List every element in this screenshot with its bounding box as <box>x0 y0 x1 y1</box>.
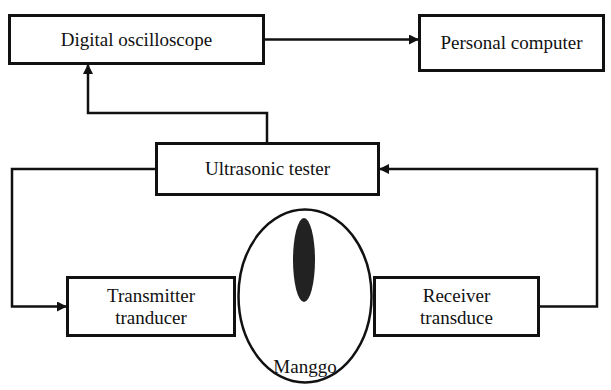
node-label: Manggo <box>273 356 336 378</box>
device-box: Digital oscilloscope <box>8 14 265 65</box>
transducer-box: Transmitter tranducer <box>66 276 236 337</box>
node-label: Digital oscilloscope <box>61 29 212 51</box>
node-label: Receiver transduce <box>402 285 512 329</box>
device-box: Ultrasonic tester <box>155 142 380 196</box>
node-label: Transmitter tranducer <box>91 285 211 329</box>
mango-ellipse <box>239 210 372 383</box>
device-box: Personal computer <box>418 14 605 72</box>
node-label: Ultrasonic tester <box>205 158 330 180</box>
mango-seed <box>293 218 315 302</box>
fruit-ellipse: Manggo <box>237 208 373 384</box>
transducer-box: Receiver transduce <box>373 276 540 337</box>
signal-arrow <box>88 65 267 142</box>
signal-arrow <box>265 38 418 41</box>
node-label: Personal computer <box>441 32 583 54</box>
